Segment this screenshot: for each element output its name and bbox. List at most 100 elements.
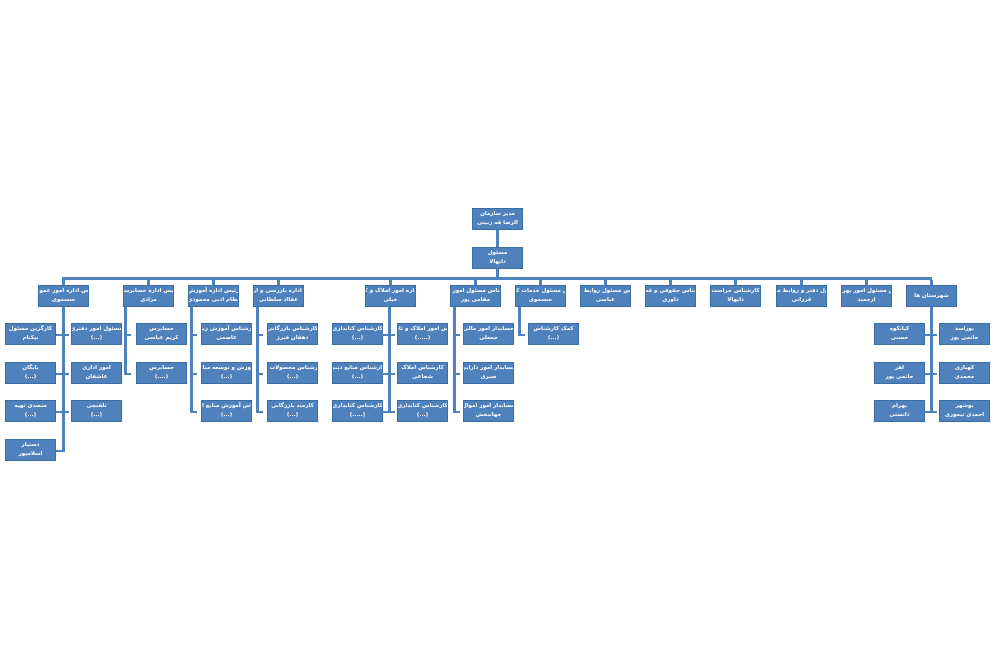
- node-label-name: (...): [351, 374, 364, 380]
- connector-line: [62, 277, 932, 280]
- node-label-name: (...): [547, 335, 560, 341]
- node-staff: آموزش و توسعه منابع(...): [201, 362, 252, 384]
- connector-line: [56, 373, 63, 375]
- connector-line: [604, 280, 607, 286]
- node-label-title: متصدی تهیه: [14, 403, 47, 410]
- node-label-title: کمک کارشناس: [533, 326, 574, 333]
- node-head: مسئول دفتر و روابط معنویفرزانی: [776, 285, 827, 307]
- node-label-name: داوری: [662, 297, 679, 303]
- node-label-title: بازرس کارشناس محصولات کشاورزی: [268, 365, 318, 372]
- node-label-title: حسابدار امور مالی: [463, 326, 514, 333]
- node-label-title: حسابدار امور اموال: [463, 403, 514, 410]
- node-label-title: کارشناس کتابداری: [332, 403, 383, 410]
- node-label-title: کهباری: [954, 365, 975, 372]
- connector-line: [382, 373, 389, 375]
- node-staff: کارشناس کتابداری(...): [397, 400, 448, 422]
- node-label-title: رئیس اداره حسابرسی: [123, 288, 174, 295]
- node-label-name: نظام ادبی محمودی: [188, 297, 239, 303]
- connector-line: [389, 280, 392, 286]
- node-label-name: (.....): [349, 412, 366, 418]
- node-staff: کارشناس امور املاک و تاسیسات(.....): [397, 323, 448, 345]
- node-label-name: خیلی: [383, 297, 398, 303]
- node-label-name: (...): [416, 412, 429, 418]
- node-label-title: رئیس اداره امور عمومی: [39, 288, 89, 295]
- node-label-name: عاصمی: [216, 335, 237, 341]
- connector-line: [924, 373, 931, 375]
- connector-line: [453, 373, 460, 375]
- node-label-title: کارشناس آموزش منابع انسانی: [201, 403, 252, 410]
- connector-line: [124, 373, 131, 375]
- connector-line: [496, 269, 499, 278]
- connector-line: [62, 334, 69, 336]
- node-label-name: مقامی پور: [461, 297, 490, 303]
- node-label-name: حاتمی پور: [950, 335, 979, 341]
- node-staff: بوشهر احمدی تیموری: [939, 400, 990, 422]
- node-head: کارشناس حقوقی و قضاییداوری: [645, 285, 696, 307]
- node-staff: تلفنچی(...): [71, 400, 122, 422]
- node-label-title: بایگان: [22, 365, 39, 372]
- connector-line: [256, 307, 259, 411]
- node-label-name: (...): [351, 335, 364, 341]
- connector-line: [930, 307, 933, 411]
- node-label-title: کارمند بازرگانی: [271, 403, 314, 410]
- node-label-title: رئیس اداره بازرسی و ارزیابی: [253, 288, 303, 295]
- connector-line: [256, 373, 263, 375]
- connector-line: [924, 334, 931, 336]
- connector-line: [924, 411, 931, 413]
- node-label-title: کارشناس بازرگانی: [267, 326, 318, 333]
- connector-line: [62, 280, 65, 286]
- node-label-name: احمدی تیموری: [944, 412, 985, 418]
- connector-line: [62, 307, 65, 411]
- node-label-name: صبری: [480, 374, 497, 380]
- node-staff: متصدی تهیه(...): [5, 400, 56, 422]
- node-label-title: بوشهر: [955, 403, 974, 410]
- node-label-name: عقااد سلطانی: [258, 297, 299, 303]
- node-label-title: کارشناس منابع دینی: [332, 365, 383, 372]
- connector-line: [539, 280, 542, 286]
- node-staff: کارشناس آموزش زبان عاصمی: [201, 323, 252, 345]
- node-label-name: الرضا قه زبینی: [477, 220, 518, 226]
- node-head: رئیس اداره امور املاک و کتابداریخیلی: [365, 285, 416, 307]
- node-label-name: مرادی: [140, 297, 157, 303]
- connector-line: [930, 334, 937, 336]
- connector-line: [190, 373, 197, 375]
- connector-line: [800, 280, 803, 286]
- node-head: کارشناس مسئول روابط عمومیعباسی: [580, 285, 631, 307]
- connector-line: [496, 230, 499, 247]
- node-label-title: مسئول: [487, 250, 508, 257]
- connector-line: [56, 411, 63, 413]
- connector-line: [56, 334, 63, 336]
- connector-line: [518, 307, 521, 334]
- node-label-name: محمدی: [954, 374, 975, 380]
- node-label-title: بهرام: [891, 403, 908, 410]
- node-head: کارشناس مسئول خدمات کامپیوتریسسموی: [515, 285, 566, 307]
- node-staff: بازرس کارشناس محصولات کشاورزی(...): [267, 362, 318, 384]
- node-staff: بایگان(...): [5, 362, 56, 384]
- node-staff: کارشناس کتابداری (.....): [332, 400, 383, 422]
- connector-line: [190, 307, 193, 411]
- node-label-name: جهانبخش: [475, 412, 502, 418]
- connector-line: [930, 280, 933, 286]
- node-label-name: دایهالا: [727, 297, 744, 303]
- connector-line: [930, 411, 937, 413]
- node-label-name: (...): [220, 412, 233, 418]
- node-label-name: (....): [154, 374, 169, 380]
- connector-line: [388, 307, 391, 411]
- node-label-title: حسابرس: [149, 365, 174, 372]
- node-label-title: کارشناس آموزش زبان: [202, 326, 252, 333]
- node-label-name: (.....): [414, 335, 431, 341]
- node-label-title: امور اداری: [82, 365, 111, 372]
- connector-line: [669, 280, 672, 286]
- node-label-title: بوراسد: [954, 326, 975, 333]
